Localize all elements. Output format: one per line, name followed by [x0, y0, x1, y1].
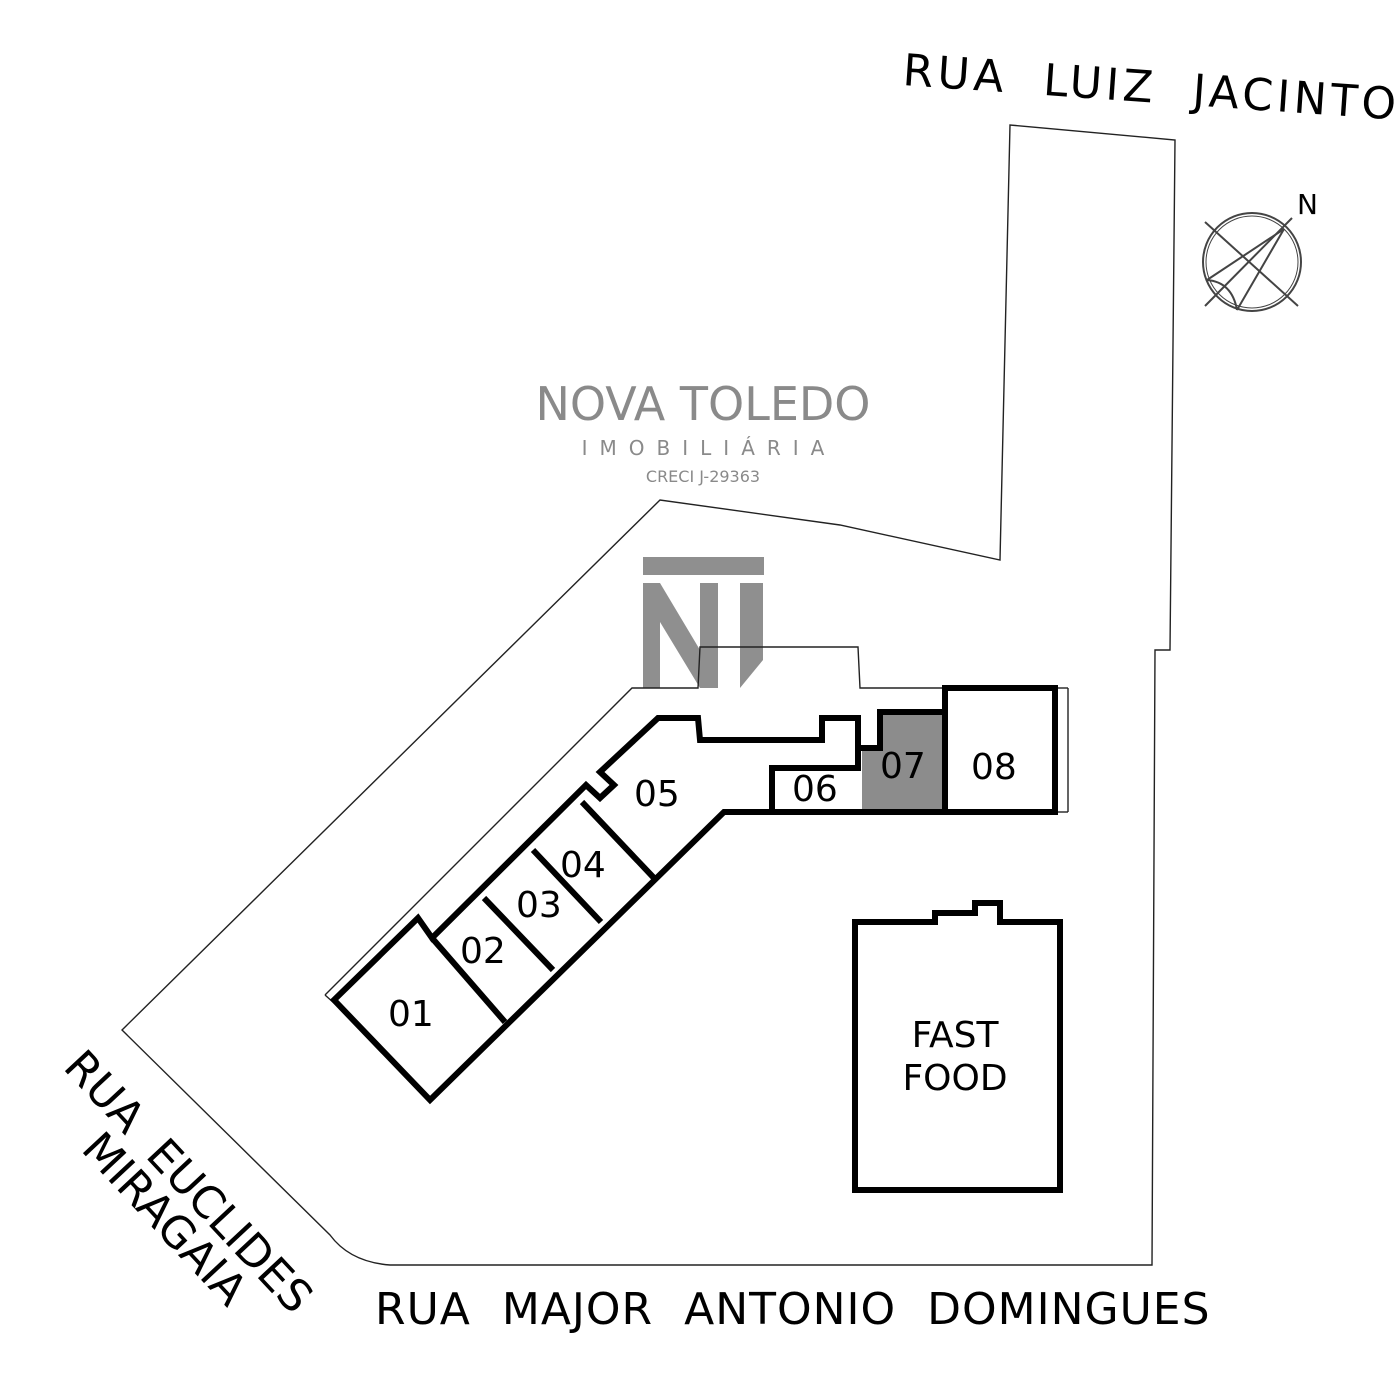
street-south: RUA MAJOR ANTONIO DOMINGUES	[375, 1284, 1211, 1335]
compass-north-label: N	[1297, 188, 1318, 221]
strip-walkway-outline	[324, 646, 945, 996]
unit-02-label[interactable]: 02	[460, 931, 506, 972]
divider-03-04	[530, 847, 604, 925]
fast-food-label-line1: FAST	[912, 1015, 1000, 1056]
fast-food-building[interactable]	[852, 900, 1063, 1193]
unit-07-label[interactable]: 07	[880, 746, 926, 787]
street-north: RUA LUIZ JACINTO	[901, 45, 1400, 131]
watermark-subtitle: IMOBILIÁRIA	[582, 436, 837, 460]
unit-06-label[interactable]: 06	[792, 769, 838, 810]
divider-01-02	[429, 936, 508, 1024]
unit-01-label[interactable]: 01	[388, 994, 434, 1035]
divider-02-03	[481, 895, 556, 973]
unit-08-label[interactable]: 08	[971, 747, 1017, 788]
unit-05-label[interactable]: 05	[634, 774, 680, 815]
unit-06-walls	[769, 748, 861, 812]
unit-03-label[interactable]: 03	[516, 885, 562, 926]
unit-04-label[interactable]: 04	[560, 845, 606, 886]
watermark-registration: CRECI J-29363	[646, 467, 760, 486]
building-outline	[329, 685, 1058, 1105]
divider-04-05	[579, 799, 657, 881]
site-boundary	[121, 124, 1176, 1266]
north-arrow-icon	[1202, 212, 1302, 312]
watermark-brand: NOVA TOLEDO	[535, 377, 870, 431]
nova-toledo-logo	[643, 557, 764, 688]
fast-food-label-line2: FOOD	[902, 1058, 1007, 1099]
